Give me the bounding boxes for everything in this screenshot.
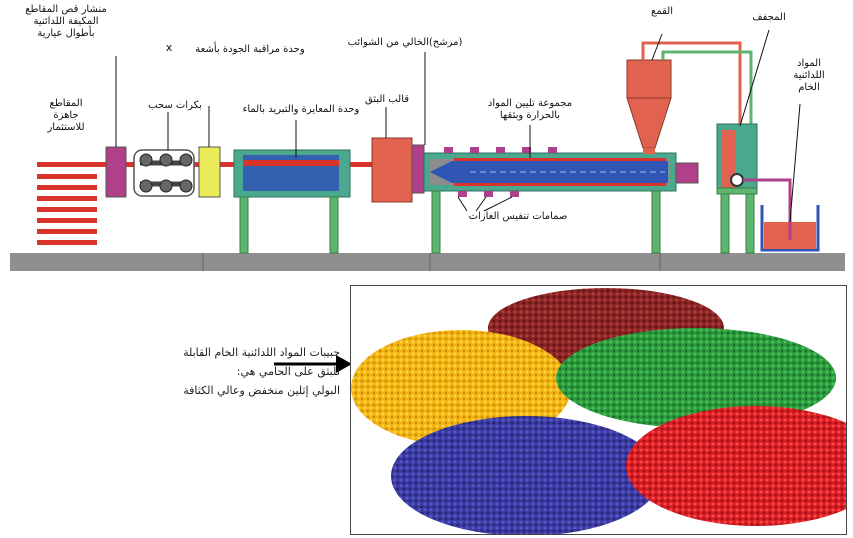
vent-leaders bbox=[457, 196, 513, 212]
label-line: وحدة المعايرة والتبريد بالماء bbox=[242, 104, 360, 115]
caption-line-2: للبثق على الحامي هي: bbox=[236, 365, 340, 378]
label-raw-material: المواد اللدائنية الخام bbox=[778, 58, 840, 94]
label-vents: صمامات تنفيس الغازات bbox=[458, 211, 578, 223]
caption-line-3: البولي إثلين منخفض وعالي الكثافة bbox=[183, 384, 340, 397]
label-hopper: القمع bbox=[640, 6, 684, 18]
pellet-pile-red bbox=[626, 406, 846, 526]
profile-line bbox=[37, 162, 427, 167]
label-line: الخام bbox=[798, 82, 820, 93]
label-line: منشار قص المقاطع bbox=[25, 4, 107, 15]
cooling-calibration-tank bbox=[233, 149, 351, 254]
heater-bands bbox=[444, 147, 557, 197]
label-line: للاستثمار bbox=[47, 122, 85, 133]
cutter-saw bbox=[105, 146, 127, 198]
label-die: قالب البثق bbox=[355, 94, 419, 106]
dryer bbox=[716, 123, 758, 254]
label-leaders bbox=[115, 29, 801, 223]
label-dryer: المجفف bbox=[742, 12, 796, 24]
pointer-arrow bbox=[274, 355, 352, 373]
label-cooling-unit: وحدة المعايرة والتبريد بالماء bbox=[226, 104, 376, 116]
pellets-photo bbox=[350, 285, 847, 535]
hopper bbox=[626, 59, 672, 154]
label-line: بكرات سحب bbox=[148, 100, 202, 111]
floor-slab bbox=[10, 253, 845, 271]
pellet-pile-green bbox=[556, 328, 836, 428]
label-line: وحدة مراقبة الجودة بأشعة bbox=[195, 44, 305, 55]
extruder-barrel bbox=[423, 152, 699, 254]
label-line: مجموعة تليين المواد bbox=[487, 98, 573, 109]
label-line: المجفف bbox=[752, 12, 786, 23]
label-line: القمع bbox=[651, 6, 673, 17]
label-line: قالب البثق bbox=[364, 94, 410, 105]
label-quality-unit: وحدة مراقبة الجودة بأشعة bbox=[180, 44, 320, 56]
label-line: x bbox=[165, 41, 173, 54]
pellet-pile-blue bbox=[391, 416, 661, 534]
label-finished-profiles: المقاطع جاهزة للاستثمار bbox=[34, 98, 98, 134]
finished-profiles-stack bbox=[37, 174, 97, 245]
label-cutter-saw: منشار قص المقاطع المكيفة اللدائنية بأطوا… bbox=[14, 4, 118, 40]
label-pull-rollers: بكرات سحب bbox=[140, 100, 210, 112]
label-quality-x: x bbox=[162, 42, 176, 54]
label-line: (مرشح)الخالي من الشوائب bbox=[347, 37, 463, 48]
label-line: اللدائنية bbox=[793, 70, 825, 81]
caption-line-1: حبيبات المواد اللدائنية الخام القابلة bbox=[183, 346, 340, 359]
label-line: جاهزة bbox=[53, 110, 79, 121]
pull-rollers bbox=[133, 149, 195, 197]
label-melt-group: مجموعة تليين المواد بالحرارة وبثقها bbox=[470, 98, 590, 122]
label-line: المقاطع bbox=[49, 98, 83, 109]
label-line: المكيفة اللدائنية bbox=[33, 16, 99, 27]
quality-xray-unit bbox=[198, 146, 221, 198]
label-line: صمامات تنفيس الغازات bbox=[468, 211, 568, 222]
label-line: بأطوال عيارية bbox=[37, 28, 95, 39]
pellets-image bbox=[351, 288, 846, 534]
filter-plate bbox=[411, 144, 425, 194]
label-filter: (مرشح)الخالي من الشوائب bbox=[340, 37, 470, 49]
label-line: المواد bbox=[796, 58, 821, 69]
label-line: بالحرارة وبثقها bbox=[499, 110, 561, 121]
extrusion-die bbox=[371, 137, 413, 203]
